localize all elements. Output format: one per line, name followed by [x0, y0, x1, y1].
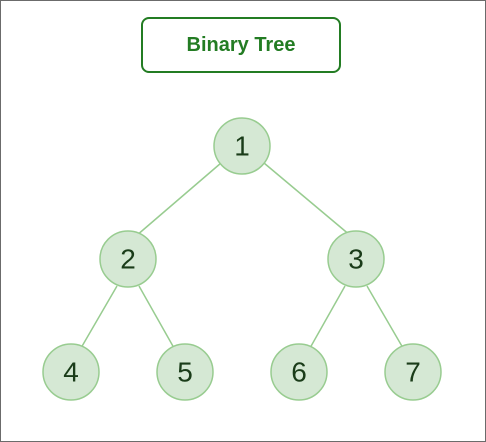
tree-node-n5: 5 [156, 343, 214, 401]
tree-node-n4: 4 [42, 343, 100, 401]
edge-n1-n2 [135, 162, 222, 237]
edge-n1-n3 [263, 162, 352, 237]
tree-node-circle [99, 230, 157, 288]
tree-node-circle [270, 343, 328, 401]
edge-n2-n5 [138, 285, 175, 349]
tree-node-label: 6 [291, 357, 307, 388]
edge-n3-n7 [366, 285, 404, 349]
tree-node-circle [327, 230, 385, 288]
tree-node-circle [42, 343, 100, 401]
tree-node-label: 3 [348, 244, 364, 275]
tree-node-n2: 2 [99, 230, 157, 288]
tree-node-n7: 7 [384, 343, 442, 401]
tree-node-label: 5 [177, 357, 193, 388]
tree-node-circle [384, 343, 442, 401]
tree-node-n6: 6 [270, 343, 328, 401]
edges-layer [80, 162, 404, 349]
tree-node-label: 4 [63, 357, 79, 388]
tree-node-circle [213, 117, 271, 175]
edge-n3-n6 [309, 285, 346, 349]
title-box: Binary Tree [141, 17, 341, 73]
tree-node-circle [156, 343, 214, 401]
diagram-title: Binary Tree [186, 33, 296, 56]
tree-node-n1: 1 [213, 117, 271, 175]
tree-node-label: 7 [405, 357, 421, 388]
tree-node-label: 2 [120, 244, 136, 275]
tree-node-n3: 3 [327, 230, 385, 288]
edge-n2-n4 [80, 285, 118, 349]
tree-node-label: 1 [234, 131, 250, 162]
